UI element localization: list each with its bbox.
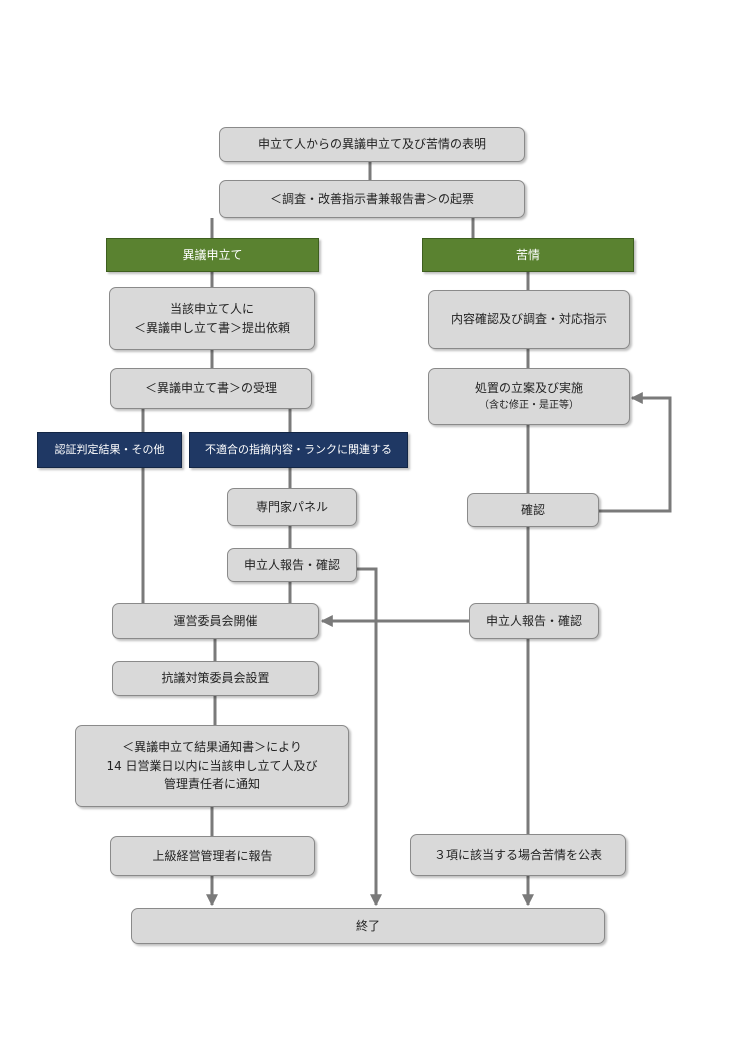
content-check-box: 内容確認及び調査・対応指示 <box>428 290 630 349</box>
confirm-label: 確認 <box>520 502 545 517</box>
cert-other-box: 認証判定結果・その他 <box>37 432 182 468</box>
action-plan-line2: （含む修正・是正等） <box>479 400 579 412</box>
result-notification-box: ＜異議申立て結果通知書＞により 14 日営業日以内に当該申し立て人及び 管理責任… <box>75 725 349 807</box>
objection-header: 異議申立て <box>106 238 319 272</box>
steering-committee-box: 運営委員会開催 <box>112 603 319 639</box>
expert-panel-box: 専門家パネル <box>227 488 357 526</box>
end-label: 終了 <box>355 918 380 933</box>
publish-complaint-box: ３項に該当する場合苦情を公表 <box>410 834 626 876</box>
senior-management-report-label: 上級経営管理者に報告 <box>152 848 273 863</box>
countermeasure-committee-box: 抗議対策委員会設置 <box>112 661 319 696</box>
cert-other-label: 認証判定結果・その他 <box>54 443 165 457</box>
report-draft-label: ＜調査・改善指示書兼報告書＞の起票 <box>269 191 474 206</box>
steering-committee-label: 運営委員会開催 <box>173 613 258 628</box>
statement-label: 申立て人からの異議申立て及び苦情の表明 <box>257 137 486 152</box>
applicant-report-left-box: 申立人報告・確認 <box>227 548 357 582</box>
nonconformity-label: 不適合の指摘内容・ランクに関連する <box>205 443 392 457</box>
arrow-confirm-loop <box>599 392 672 513</box>
action-plan-box: 処置の立案及び実施 （含む修正・是正等） <box>428 368 630 425</box>
applicant-report-right-label: 申立人報告・確認 <box>485 613 582 628</box>
countermeasure-committee-label: 抗議対策委員会設置 <box>161 671 270 686</box>
content-check-label: 内容確認及び調査・対応指示 <box>450 312 607 327</box>
result-notification-line3: 管理責任者に通知 <box>163 777 260 792</box>
acceptance-box: ＜異議申立て書＞の受理 <box>110 368 312 409</box>
result-notification-line1: ＜異議申立て結果通知書＞により <box>122 740 302 755</box>
expert-panel-label: 専門家パネル <box>255 499 328 514</box>
objection-label: 異議申立て <box>182 247 243 262</box>
complaint-header: 苦情 <box>422 238 634 272</box>
end-box: 終了 <box>131 908 605 944</box>
result-notification-line2: 14 日営業日以内に当該申し立て人及び <box>106 758 318 773</box>
nonconformity-box: 不適合の指摘内容・ランクに関連する <box>189 432 408 468</box>
applicant-report-left-label: 申立人報告・確認 <box>243 557 340 572</box>
senior-management-report-box: 上級経営管理者に報告 <box>110 836 315 876</box>
statement-box: 申立て人からの異議申立て及び苦情の表明 <box>219 127 525 162</box>
submission-request-line2: ＜異議申し立て書＞提出依頼 <box>133 320 290 335</box>
arrow-report-to-end <box>357 567 382 907</box>
submission-request-line1: 当該申立て人に <box>169 301 254 316</box>
submission-request-box: 当該申立て人に ＜異議申し立て書＞提出依頼 <box>109 287 315 350</box>
complaint-label: 苦情 <box>515 247 540 262</box>
applicant-report-right-box: 申立人報告・確認 <box>469 603 599 639</box>
publish-complaint-label: ３項に該当する場合苦情を公表 <box>433 847 602 862</box>
acceptance-label: ＜異議申立て書＞の受理 <box>144 381 277 396</box>
action-plan-line1: 処置の立案及び実施 <box>474 381 583 396</box>
report-draft-box: ＜調査・改善指示書兼報告書＞の起票 <box>219 180 525 218</box>
confirm-box: 確認 <box>467 493 599 527</box>
